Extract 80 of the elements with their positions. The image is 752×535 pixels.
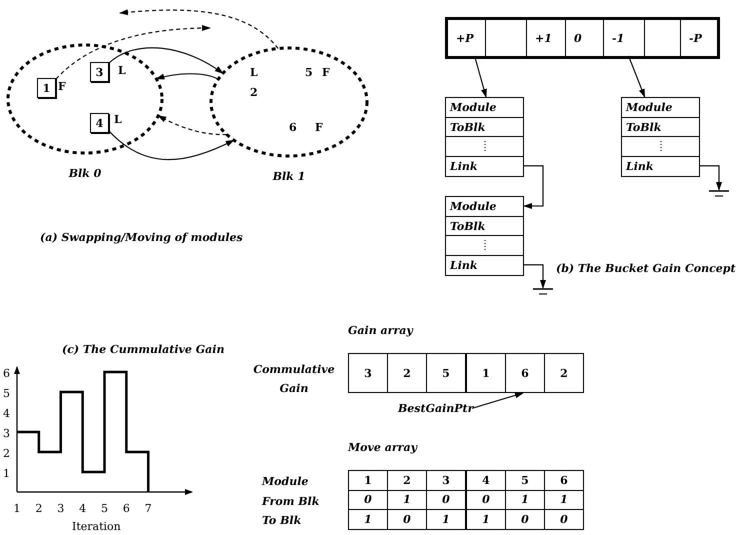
figure-caption: (b) The Bucket Gain Concept xyxy=(556,262,736,275)
block-label: Blk 1 xyxy=(272,170,306,183)
move-arrow xyxy=(119,9,279,49)
module-tag: L xyxy=(250,66,258,79)
arrow xyxy=(108,47,224,74)
array-cell: -P xyxy=(681,20,717,56)
module-tag: 5 xyxy=(305,66,313,79)
tick-label: 6 xyxy=(3,367,10,381)
row-label: Commulative Gain xyxy=(252,362,336,397)
arrow xyxy=(108,130,235,160)
table-cell: 3 xyxy=(426,470,466,490)
tick-label: 4 xyxy=(78,502,88,515)
array-cell: +1 xyxy=(527,20,566,56)
tick-label: 3 xyxy=(56,502,66,515)
leader-line xyxy=(472,392,524,409)
array-cell: 2 xyxy=(544,353,584,393)
array-cell: 5 xyxy=(426,353,466,393)
tick-label: 1 xyxy=(12,502,22,515)
tick-label: 1 xyxy=(3,467,10,481)
array-cell: +P xyxy=(448,20,486,56)
arrow xyxy=(523,165,544,209)
move-arrow xyxy=(56,25,211,80)
arrow xyxy=(155,73,219,80)
record-box xyxy=(445,196,524,276)
array-cell: -1 xyxy=(604,20,645,56)
bucket-array xyxy=(445,17,720,59)
array-heading: Gain array xyxy=(348,324,413,337)
module-tag: 2 xyxy=(250,86,258,99)
tick-label: 4 xyxy=(3,407,10,421)
tick-label: 7 xyxy=(144,502,153,515)
record-box xyxy=(445,97,524,177)
module-box: 4 xyxy=(90,113,109,133)
tick-label: 5 xyxy=(3,387,10,401)
field-label: Link xyxy=(624,158,655,174)
pointer-label: BestGainPtr xyxy=(398,402,472,418)
table-cell: 1 xyxy=(426,509,466,530)
array-heading: Move array xyxy=(348,441,417,454)
field-label: ToBlk xyxy=(622,118,699,137)
tick-label: 2 xyxy=(34,502,44,515)
block-label: Blk 0 xyxy=(68,167,102,180)
table-cell: 0 xyxy=(544,509,584,530)
tick-label: 3 xyxy=(3,427,10,441)
table-cell: 6 xyxy=(544,470,584,490)
row-label: To Blk xyxy=(262,514,302,527)
arrow xyxy=(700,165,722,191)
chart-title: (c) The Cummulative Gain xyxy=(62,343,224,356)
module-tag: F xyxy=(58,80,66,93)
axis-title: Iteration xyxy=(72,520,121,533)
array-cell: 3 xyxy=(348,353,388,393)
array-cell: 0 xyxy=(566,20,604,56)
table-cell: 4 xyxy=(466,470,506,490)
field-label: Link xyxy=(448,258,479,274)
module-tag: 6 xyxy=(289,121,297,134)
figure-caption: (a) Swapping/Moving of modules xyxy=(40,231,243,244)
module-tag: L xyxy=(118,64,126,77)
field-label: Link xyxy=(448,158,479,174)
module-box: 3 xyxy=(90,62,109,82)
row-label: From Blk xyxy=(262,494,320,508)
tick-label: 5 xyxy=(100,502,109,515)
field-label: ToBlk xyxy=(446,118,523,137)
field-label: ToBlk xyxy=(446,216,523,236)
tick-label: 2 xyxy=(3,447,10,461)
tick-label: 6 xyxy=(122,502,131,515)
table-cell: 1 xyxy=(466,509,506,530)
field-label: Module xyxy=(446,98,523,118)
arrow xyxy=(524,264,546,289)
array-cell: 6 xyxy=(505,353,545,393)
array-cell: 1 xyxy=(466,353,506,393)
row-label: Module xyxy=(262,475,308,488)
module-tag: L xyxy=(114,113,122,126)
field-label: Module xyxy=(622,98,699,118)
module-tag: F xyxy=(315,121,323,134)
arrow xyxy=(157,115,227,136)
field-label: Module xyxy=(446,197,523,216)
record-box xyxy=(621,97,700,177)
table-cell: 1 xyxy=(348,509,388,530)
array-cell: 2 xyxy=(387,353,427,393)
table-cell: 1 xyxy=(348,470,388,490)
module-tag: F xyxy=(322,66,330,79)
module-box: 1 xyxy=(37,78,56,98)
